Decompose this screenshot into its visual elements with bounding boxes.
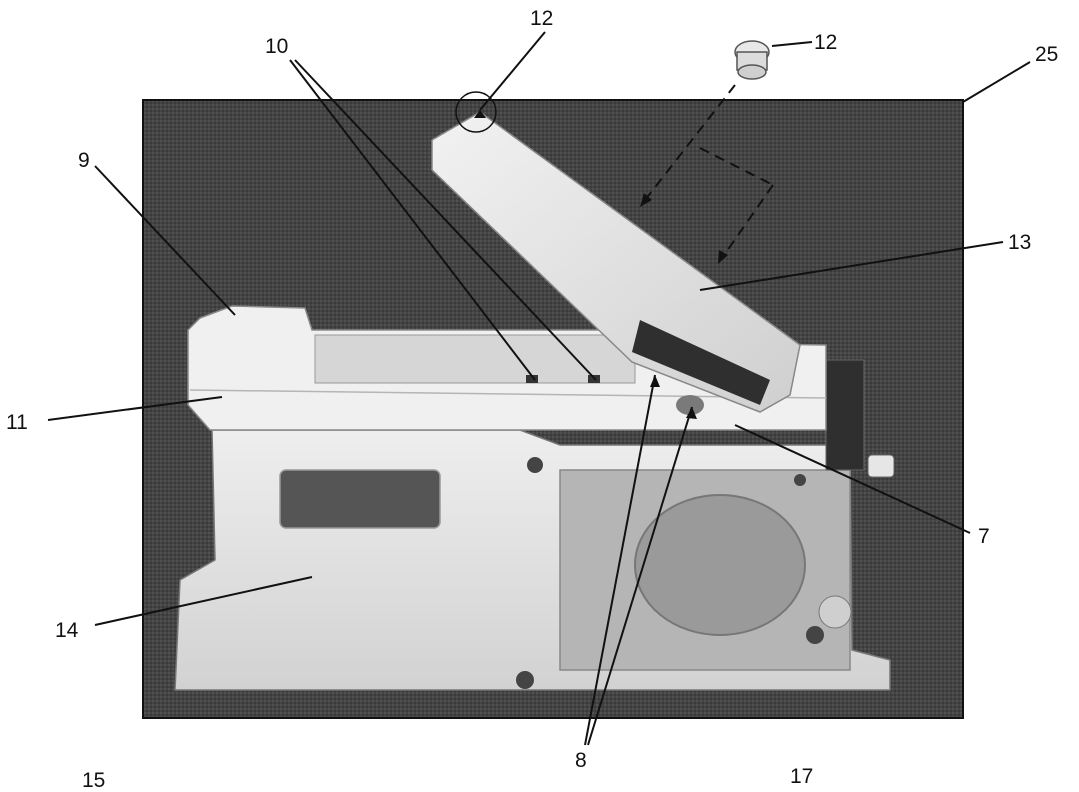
mechanism-wheel (634, 494, 806, 636)
leader-arrowheads (474, 110, 697, 419)
ref-17: 17 (790, 765, 814, 788)
screw-3 (806, 626, 824, 644)
ref-7: 7 (978, 525, 990, 548)
ref-25: 25 (1035, 43, 1059, 66)
ref-10: 10 (265, 35, 289, 58)
upper-recess (314, 334, 636, 384)
side-plate (825, 359, 865, 471)
ref-13: 13 (1008, 231, 1032, 254)
ref-8: 8 (575, 749, 587, 772)
ref-12-top: 12 (530, 7, 554, 30)
assembly-arrows (644, 84, 774, 259)
leader-lines (47, 31, 1031, 746)
housing-window (279, 469, 441, 529)
detail-circle-12 (455, 91, 497, 133)
slot-10-left (526, 375, 538, 383)
assembly-arrowheads (640, 193, 728, 264)
swing-arm (431, 111, 801, 413)
ref-12-cap: 12 (814, 31, 838, 54)
side-latch (867, 454, 895, 478)
cap-12 (734, 40, 770, 80)
screw-2 (516, 671, 534, 689)
knob (818, 595, 852, 629)
arm-catch (676, 395, 704, 415)
screw-1 (527, 457, 543, 473)
screw-4 (794, 474, 806, 486)
ref-14: 14 (55, 619, 79, 642)
arm-window (632, 320, 770, 405)
ref-15: 15 (82, 769, 106, 792)
ref-11: 11 (6, 411, 28, 434)
ref-9: 9 (78, 149, 90, 172)
